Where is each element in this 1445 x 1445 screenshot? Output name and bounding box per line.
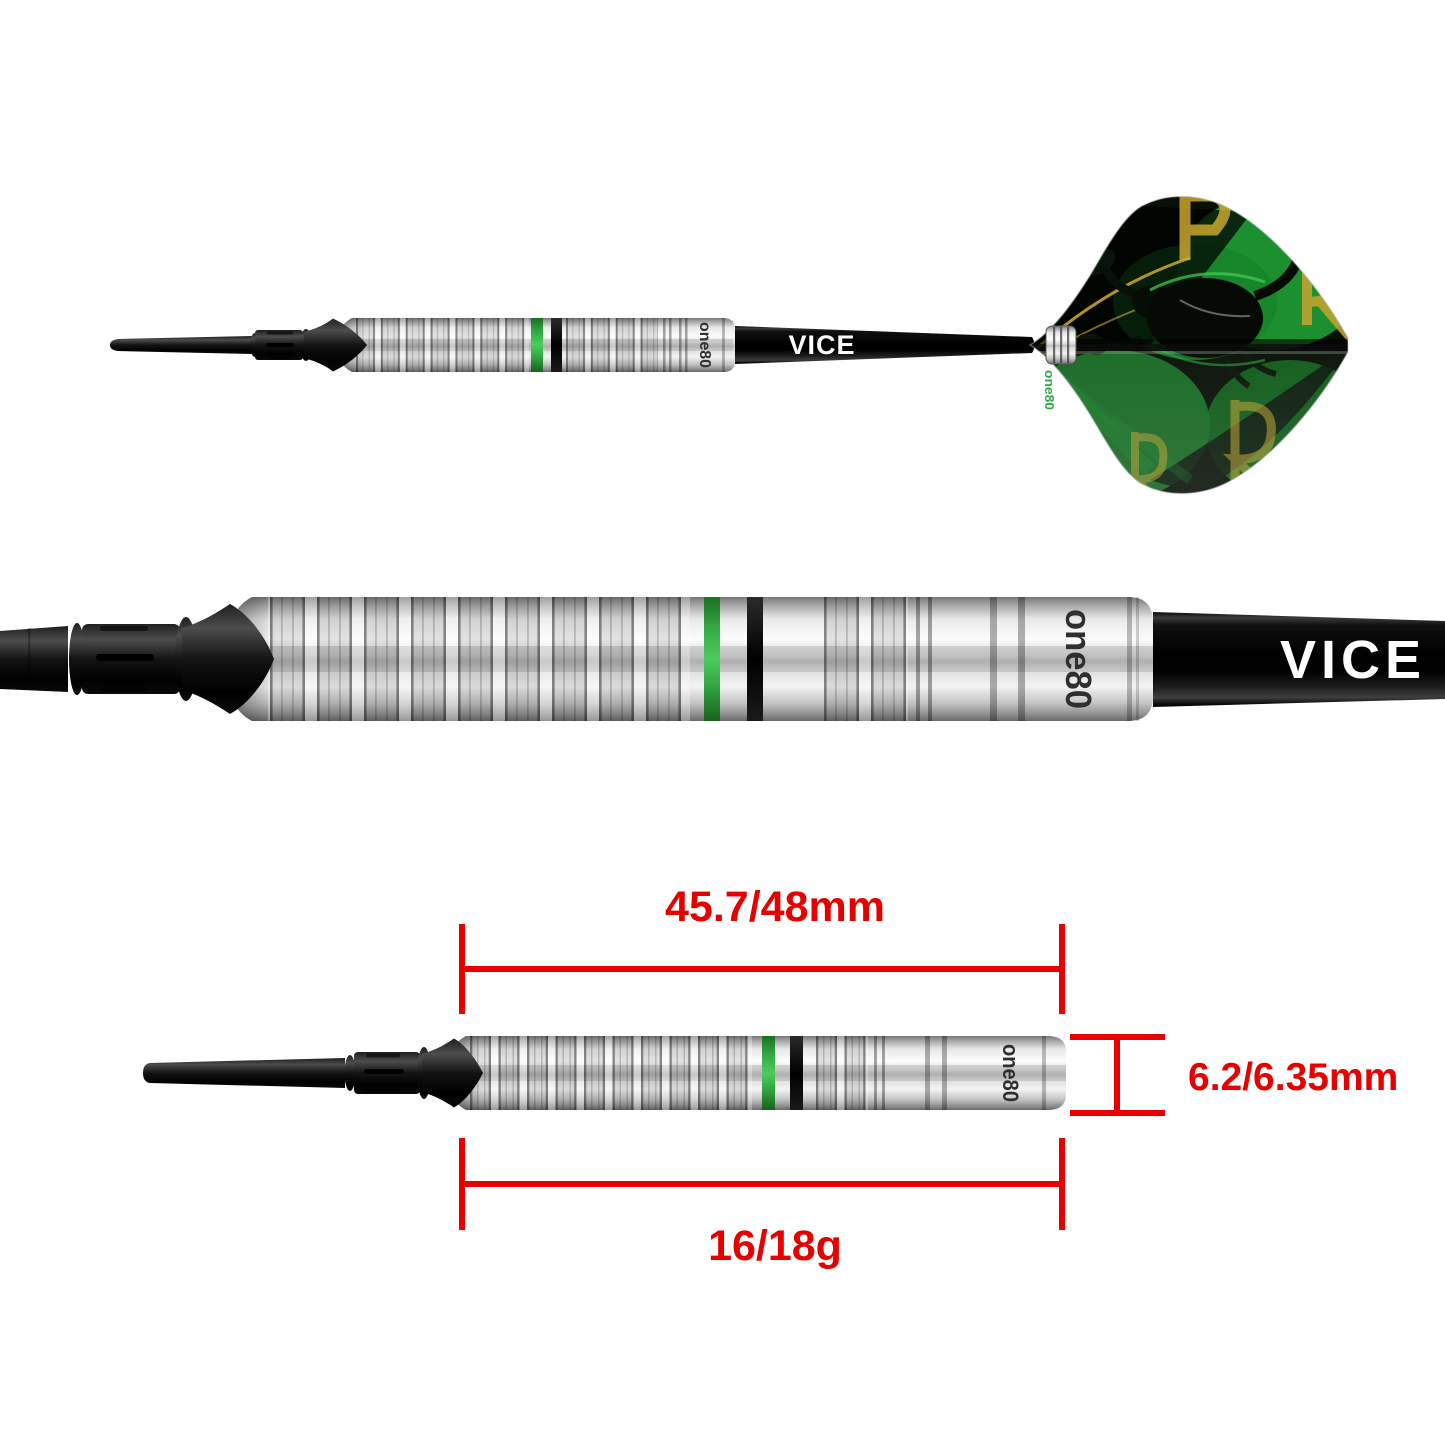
bottom-dart: one80: [143, 1036, 1066, 1110]
middle-dart-shaft: VICE: [1153, 612, 1445, 707]
flight-brand-print: one80: [1042, 370, 1057, 410]
length-dimension: [459, 924, 1065, 1014]
vice-logo-top: VICE: [788, 330, 855, 360]
brand-stamp-bottom: one80: [998, 1044, 1023, 1102]
bottom-dart-tip: [143, 1058, 345, 1088]
brand-stamp-middle: one80: [1058, 609, 1099, 709]
top-dart-tip: [110, 336, 252, 354]
bottom-dart-barrel: one80: [422, 1036, 1066, 1110]
top-dart: one80 VICE: [110, 195, 1349, 495]
diameter-dimension: [1070, 1034, 1165, 1116]
middle-dart-barrel: one80: [182, 597, 1153, 721]
weight-label: 16/18g: [708, 1222, 842, 1270]
brand-stamp-top: one80: [696, 322, 713, 368]
flight-protector-cap: [1045, 325, 1077, 365]
vice-logo-middle: VICE: [1280, 630, 1426, 690]
weight-dimension: [459, 1138, 1065, 1230]
middle-dart-closeup: one80 VICE: [0, 597, 1445, 721]
top-dart-shaft: VICE: [735, 326, 1035, 364]
diameter-label: 6.2/6.35mm: [1188, 1056, 1398, 1099]
middle-dart-tip: [0, 626, 68, 692]
length-label: 45.7/48mm: [665, 883, 885, 931]
top-dart-barrel: one80: [304, 318, 735, 372]
